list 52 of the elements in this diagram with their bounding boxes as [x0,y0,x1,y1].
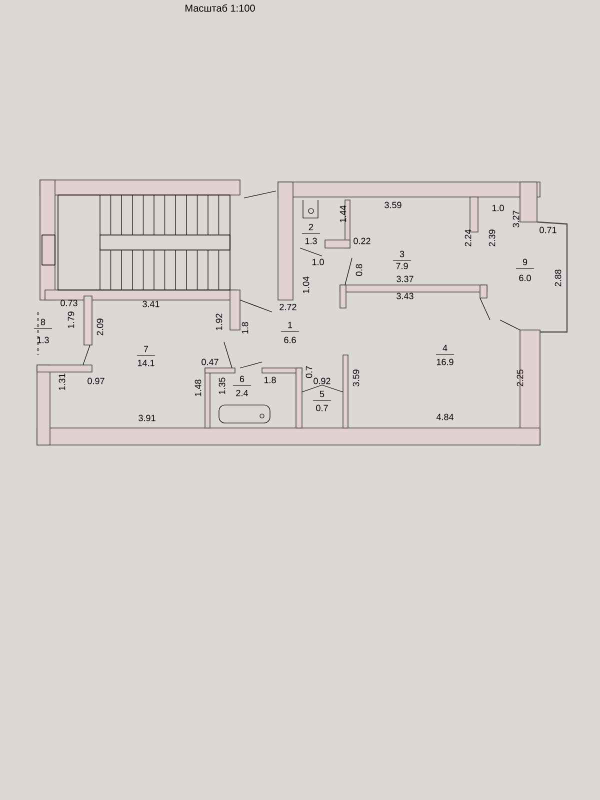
dimension-label: 3.27 [512,210,520,228]
scale-title: Масштаб 1:100 [186,4,255,12]
dimension-label: 0.7 [306,366,312,378]
dimension-label: 0.73 [60,300,78,306]
dimension-label: 1.0 [492,204,504,212]
dimension-label: 3.41 [142,300,160,308]
dimension-label: 1.8 [264,376,276,384]
room-number: 9 [516,258,534,269]
dimension-label: 1.8 [242,322,248,334]
room-area: 6.6 [284,336,296,344]
dimension-label: 4.84 [436,414,454,420]
dimension-label: 1.35 [218,378,226,394]
room-area: 7.9 [396,262,408,270]
dimension-label: 3.91 [138,414,156,422]
room-number: 4 [436,344,454,355]
dimension-label: 1.48 [194,380,202,396]
dimension-label: 0.47 [202,358,218,366]
dimension-label: 3.43 [396,292,414,300]
room-area: 1.3 [305,238,317,244]
room-number: 2 [302,224,320,234]
room-area: 6.0 [519,274,531,282]
dimension-label: 0.22 [354,238,370,244]
dimension-label: 2.24 [464,230,472,246]
dimension-label: 1.0 [312,258,324,266]
dimension-label: 1.92 [216,314,222,330]
dimension-label: 1.44 [340,206,346,222]
room-number: 3 [392,250,412,261]
dimension-label: 1.31 [58,374,66,390]
dimension-label: 3.59 [384,202,402,208]
dimension-label: 0.92 [314,378,330,384]
dimension-label: 2.88 [554,270,562,286]
room-area: 0.7 [316,404,328,412]
room-number: 6 [232,376,252,386]
dimension-label: 2.09 [96,318,104,336]
room-number: 8 [34,318,52,329]
dimension-label: 0.97 [88,378,104,384]
dimension-label: 1.79 [68,312,74,328]
room-area: 1.3 [37,336,49,344]
room-area: 16.9 [436,358,454,366]
dimension-label: 2.39 [488,230,496,246]
room-area: 14.1 [138,360,154,366]
room-number: 5 [312,390,332,401]
dimension-label: 1.04 [302,276,310,294]
dimension-label: 3.37 [396,276,414,282]
dimension-label: 2.72 [280,304,296,310]
dimension-label: 3.59 [352,370,360,386]
dimension-label: 0.8 [356,264,362,276]
room-area: 2.4 [236,390,248,396]
dimension-label: 2.25 [516,370,524,386]
dimension-label: 0.71 [540,226,556,234]
room-number: 1 [280,322,300,332]
room-number: 7 [136,346,156,356]
